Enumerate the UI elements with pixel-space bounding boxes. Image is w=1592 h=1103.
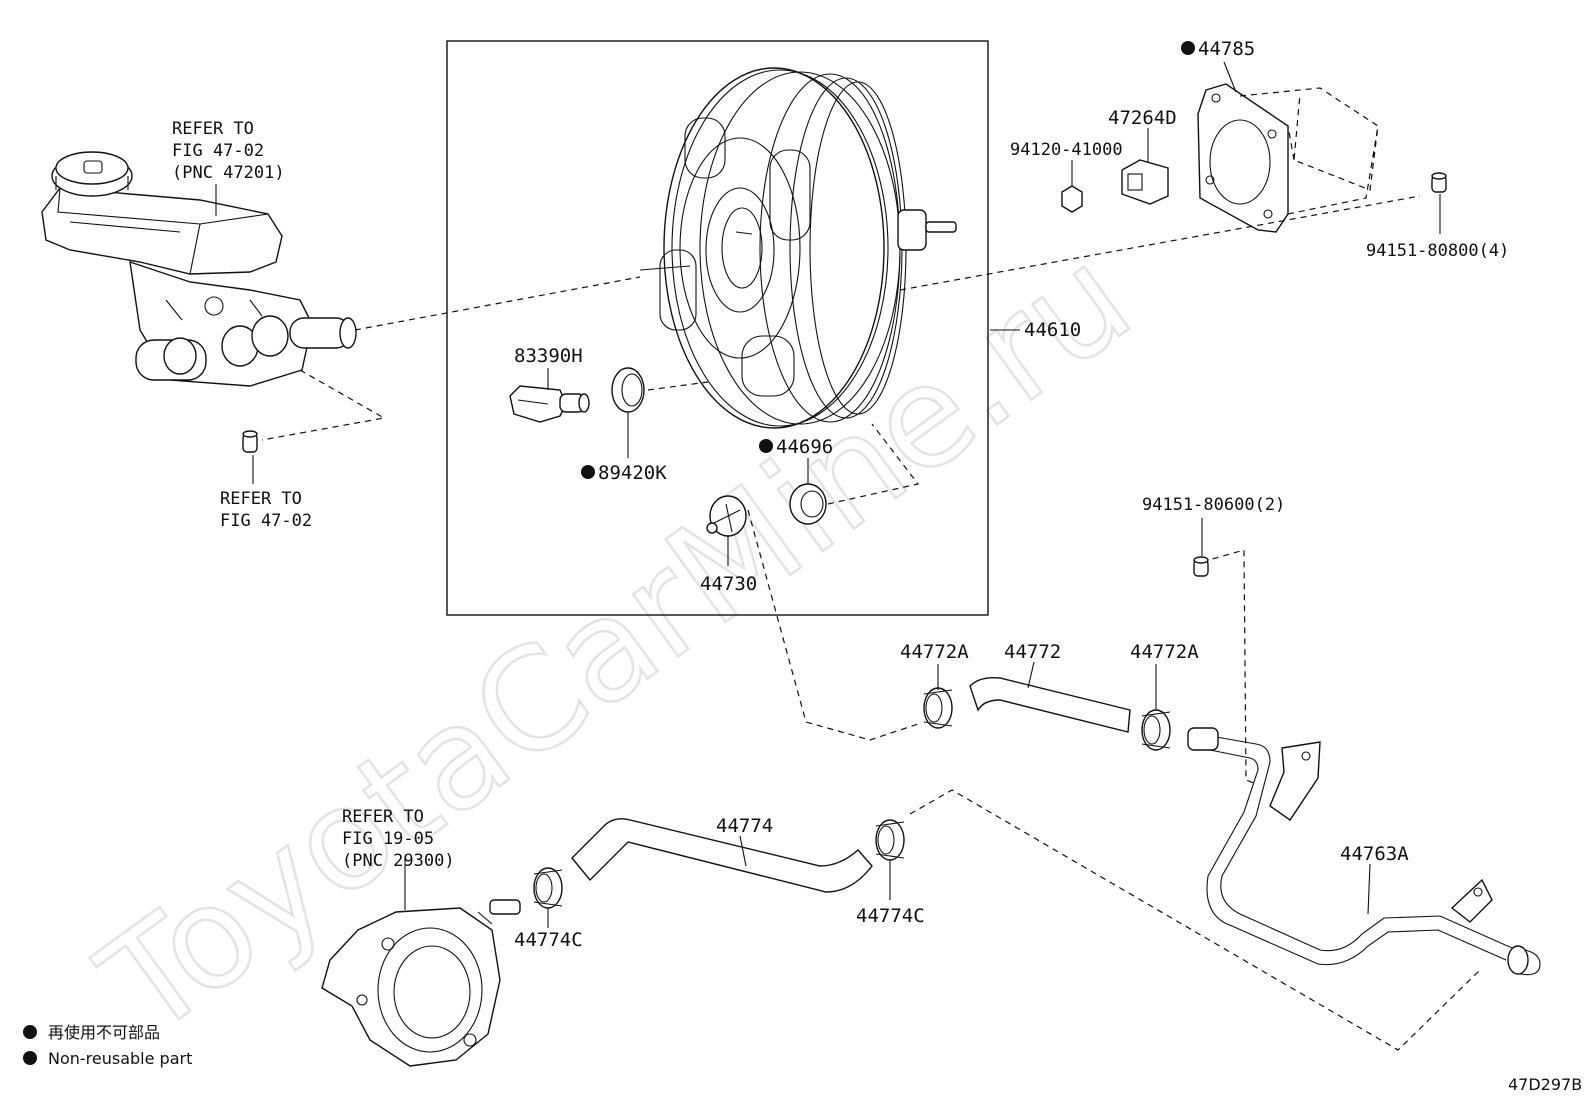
ref-line: FIG 47-02: [172, 141, 264, 161]
part-label-44774[interactable]: 44774: [716, 815, 773, 837]
part-label-44610[interactable]: 44610: [1024, 319, 1081, 341]
ref-line: REFER TO: [172, 119, 254, 139]
hose-clamp-icon: [875, 819, 905, 861]
nut-icon: [1431, 172, 1447, 193]
master-cylinder-icon: [41, 151, 357, 387]
dashed-leader: [827, 423, 920, 505]
ref-line: (PNC 47201): [172, 163, 285, 183]
dashed-leader: [899, 195, 1421, 291]
non-reusable-dot-icon: [759, 439, 773, 453]
ref-small-plug: REFER TO FIG 47-02: [220, 489, 312, 531]
part-label-47264D[interactable]: 47264D: [1108, 107, 1177, 129]
gasket-icon: [1197, 83, 1289, 233]
vacuum-pipe-icon: [1187, 727, 1541, 976]
ref-line: (PNC 29300): [342, 851, 455, 871]
nut-icon: [1061, 185, 1083, 213]
non-reusable-dot-icon: [1181, 41, 1195, 55]
leader-line: [739, 835, 747, 867]
part-label-44774C[interactable]: 44774C: [514, 929, 583, 951]
part-label-44785[interactable]: 44785: [1198, 38, 1255, 60]
ref-line: REFER TO: [220, 489, 302, 509]
part-label-83390H[interactable]: 83390H: [514, 345, 583, 367]
dashed-leader: [1201, 549, 1257, 785]
leader-line: [1027, 661, 1035, 689]
vacuum-hose-icon: [969, 676, 1131, 733]
part-label-44774C[interactable]: 44774C: [856, 905, 925, 927]
filled-dot-icon: [23, 1025, 37, 1039]
part-label-94151-80800[interactable]: 94151-80800(4): [1366, 241, 1509, 261]
filled-dot-icon: [23, 1051, 37, 1065]
dashed-box: [1239, 87, 1379, 215]
legend: 再使用不可部品 Non-reusable part: [23, 1023, 192, 1068]
ref-line: FIG 47-02: [220, 511, 312, 531]
ref-master-cylinder: REFER TO FIG 47-02 (PNC 47201): [172, 119, 285, 183]
vacuum-sensor-icon: [509, 385, 590, 423]
dashed-leader: [261, 369, 386, 441]
ref-vacuum-pump: REFER TO FIG 19-05 (PNC 29300): [342, 807, 455, 871]
ref-line: FIG 19-05: [342, 829, 434, 849]
check-valve-icon: [706, 495, 747, 537]
part-label-44772[interactable]: 44772: [1004, 641, 1061, 663]
dashed-leader: [909, 789, 1481, 1051]
figure-id: 47D297B: [1508, 1075, 1582, 1094]
dashed-leader: [354, 276, 641, 331]
ref-line: REFER TO: [342, 807, 424, 827]
vacuum-hose-icon: [571, 818, 873, 893]
part-label-89420K[interactable]: 89420K: [598, 462, 667, 484]
bracket-clip-icon: [1121, 159, 1169, 205]
booster-group-box: [446, 40, 989, 616]
dashed-leader: [747, 509, 919, 741]
part-label-44772A[interactable]: 44772A: [900, 641, 969, 663]
hose-clamp-icon: [533, 867, 563, 909]
non-reusable-dot-icon: [581, 465, 595, 479]
hose-clamp-icon: [923, 687, 953, 729]
leader-line: [1367, 863, 1371, 915]
part-label-44730[interactable]: 44730: [700, 573, 757, 595]
legend-text-en: Non-reusable part: [48, 1049, 192, 1068]
hose-clamp-icon: [1141, 709, 1171, 751]
vacuum-pump-icon: [321, 899, 521, 1067]
part-label-94151-80600[interactable]: 94151-80600(2): [1142, 495, 1285, 515]
part-label-44763A[interactable]: 44763A: [1340, 843, 1409, 865]
check-valve-grommet-icon: [789, 483, 827, 525]
leader-line: [1223, 61, 1237, 93]
grommet-plug-icon: [242, 430, 258, 453]
dashed-leader: [647, 381, 709, 391]
grommet-icon: [611, 367, 645, 413]
brake-booster-icon: [639, 67, 957, 429]
nut-icon: [1193, 556, 1209, 577]
part-label-44696[interactable]: 44696: [776, 436, 833, 458]
legend-text-jp: 再使用不可部品: [48, 1023, 160, 1042]
part-label-44772A[interactable]: 44772A: [1130, 641, 1199, 663]
part-label-94120-41000[interactable]: 94120-41000: [1010, 140, 1123, 160]
